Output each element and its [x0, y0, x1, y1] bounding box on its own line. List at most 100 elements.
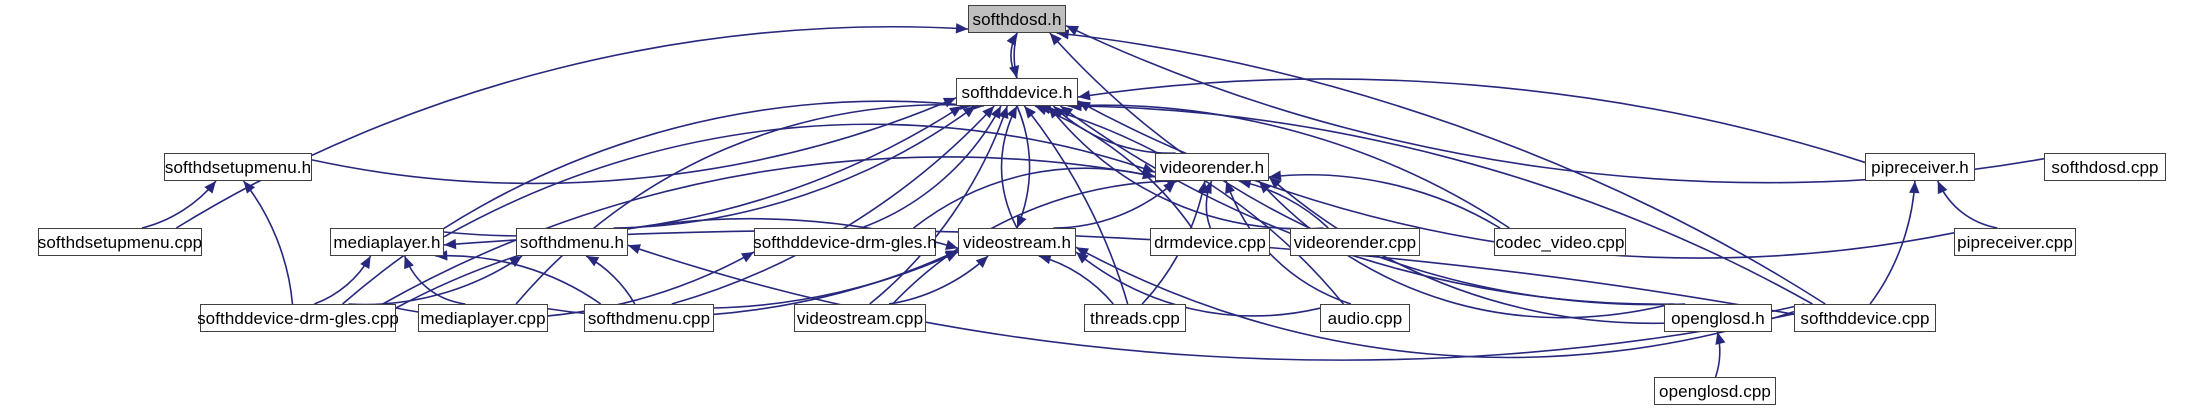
graph-edge	[1869, 180, 1916, 305]
graph-node-label: audio.cpp	[1327, 308, 1403, 328]
graph-node-label: openglosd.cpp	[1659, 381, 1771, 401]
graph-edge	[1936, 180, 1998, 229]
graph-node-audio-cpp[interactable]: audio.cpp	[1320, 304, 1410, 332]
graph-edge	[1038, 255, 1114, 305]
graph-node-label: mediaplayer.h	[333, 232, 441, 252]
graph-node-mediaplayer-cpp[interactable]: mediaplayer.cpp	[418, 304, 548, 332]
graph-node-videostream-h[interactable]: videostream.h	[958, 228, 1076, 256]
graph-node-drmdevice-cpp[interactable]: drmdevice.cpp	[1150, 228, 1270, 256]
graph-edge-arrowhead	[404, 256, 414, 270]
graph-edge-arrowhead	[1069, 100, 1082, 112]
graph-node-label: mediaplayer.cpp	[420, 308, 546, 328]
graph-node-softhdmenu-cpp[interactable]: softhdmenu.cpp	[584, 304, 714, 332]
graph-node-label: videorender.cpp	[1293, 232, 1417, 252]
graph-edge-arrowhead	[586, 256, 600, 267]
graph-node-softhdmenu-h[interactable]: softhdmenu.h	[516, 228, 628, 256]
graph-edge-arrowhead	[1225, 181, 1235, 195]
graph-edge-arrowhead	[243, 181, 256, 194]
graph-node-softhddevice-h[interactable]: softhddevice.h	[956, 78, 1078, 106]
graph-edge	[713, 251, 959, 309]
graph-node-videorender-cpp[interactable]: videorender.cpp	[1290, 228, 1420, 256]
graph-edge	[1075, 246, 1795, 359]
graph-edge	[1047, 105, 1324, 230]
graph-edge-arrowhead	[1066, 25, 1080, 36]
graph-edge-arrowhead	[998, 106, 1009, 120]
graph-edge	[311, 97, 957, 185]
graph-edge-arrowhead	[1016, 214, 1027, 228]
graph-edge-arrowhead	[1258, 181, 1271, 194]
graph-node-pipreceiver-cpp[interactable]: pipreceiver.cpp	[1954, 228, 2076, 256]
graph-edge-arrowhead	[1076, 247, 1090, 258]
graph-edge-arrowhead	[1909, 181, 1920, 194]
graph-edge	[342, 100, 973, 305]
graph-node-videorender-h[interactable]: videorender.h	[1155, 153, 1269, 181]
graph-node-softhdsetupmenu-h[interactable]: softhdsetupmenu.h	[164, 153, 312, 181]
graph-edge	[1268, 174, 1501, 229]
graph-edge-arrowhead	[1197, 181, 1208, 194]
graph-edge	[869, 105, 1009, 305]
graph-node-label: videostream.cpp	[796, 308, 924, 328]
graph-node-softhdosd-cpp[interactable]: softhdosd.cpp	[2044, 153, 2166, 181]
graph-node-label: softhdosd.cpp	[2051, 157, 2159, 177]
graph-edge-arrowhead	[1038, 254, 1052, 265]
graph-edge	[175, 25, 969, 229]
graph-edge-arrowhead	[955, 23, 968, 34]
graph-node-threads-cpp[interactable]: threads.cpp	[1084, 304, 1186, 332]
graph-node-codec-video-cpp[interactable]: codec_video.cpp	[1494, 228, 1626, 256]
graph-edge	[435, 254, 602, 305]
graph-edge	[1059, 105, 1675, 305]
graph-edge-arrowhead	[949, 106, 962, 117]
graph-edge-arrowhead	[1269, 177, 1282, 189]
graph-node-softhddevice-cpp[interactable]: softhddevice.cpp	[1794, 304, 1936, 332]
graph-edge	[860, 105, 1002, 229]
graph-node-openglosd-h[interactable]: openglosd.h	[1664, 304, 1772, 332]
graph-node-openglosd-cpp[interactable]: openglosd.cpp	[1654, 377, 1776, 405]
graph-edge-arrowhead	[1056, 29, 1070, 40]
graph-edge	[242, 180, 294, 305]
graph-node-label: pipreceiver.h	[1871, 157, 1969, 177]
graph-edge	[1000, 105, 1018, 229]
graph-node-pipreceiver-h[interactable]: pipreceiver.h	[1865, 153, 1975, 181]
graph-edge-arrowhead	[1009, 65, 1020, 78]
graph-node-softhdsetupmenu-cpp[interactable]: softhdsetupmenu.cpp	[38, 228, 202, 256]
graph-edge	[382, 156, 1156, 305]
graph-edge-arrowhead	[1715, 332, 1726, 345]
graph-edge	[627, 244, 1795, 361]
graph-node-label: softhddevice-drm-gles.h	[753, 232, 937, 252]
graph-edge	[1258, 180, 1672, 319]
graph-edge	[443, 123, 1156, 238]
graph-node-label: softhdsetupmenu.cpp	[37, 232, 203, 252]
graph-edge	[1067, 104, 1510, 229]
graph-node-softhddevice-drm-gles-cpp[interactable]: softhddevice-drm-gles.cpp	[197, 304, 399, 332]
graph-node-label: openglosd.h	[1671, 308, 1765, 328]
graph-edge	[1038, 105, 1345, 305]
graph-node-label: softhddevice-drm-gles.cpp	[197, 308, 399, 328]
graph-node-softhdosd-h[interactable]: softhdosd.h	[968, 5, 1066, 33]
graph-edge-arrowhead	[990, 106, 1001, 120]
graph-node-softhddevice-drm-gles-h[interactable]: softhddevice-drm-gles.h	[753, 228, 937, 256]
graph-edge-arrowhead	[1060, 106, 1074, 118]
graph-node-label: softhdmenu.cpp	[587, 308, 711, 328]
graph-node-label: softhdmenu.h	[519, 232, 625, 252]
graph-node-label: drmdevice.cpp	[1154, 232, 1266, 252]
graph-edge	[403, 255, 466, 305]
graph-edge-arrowhead	[509, 256, 522, 268]
graph-node-label: videorender.h	[1159, 157, 1265, 177]
graph-node-mediaplayer-h[interactable]: mediaplayer.h	[330, 228, 444, 256]
graph-edge-arrowhead	[204, 181, 216, 194]
graph-edge	[1238, 180, 1329, 229]
graph-edge-arrowhead	[1006, 106, 1017, 120]
graph-node-label: videostream.h	[962, 232, 1072, 252]
graph-edge-arrowhead	[982, 106, 995, 119]
graph-node-label: softhdsetupmenu.h	[164, 157, 312, 177]
graph-edge	[1077, 78, 1866, 164]
graph-edge-arrowhead	[1049, 33, 1062, 46]
graph-edge	[141, 180, 217, 229]
graph-edge-arrowhead	[944, 252, 958, 262]
graph-edge	[671, 105, 995, 305]
graph-edge	[1023, 105, 1129, 305]
graph-edge	[1016, 105, 1031, 229]
graph-node-videostream-cpp[interactable]: videostream.cpp	[794, 304, 926, 332]
